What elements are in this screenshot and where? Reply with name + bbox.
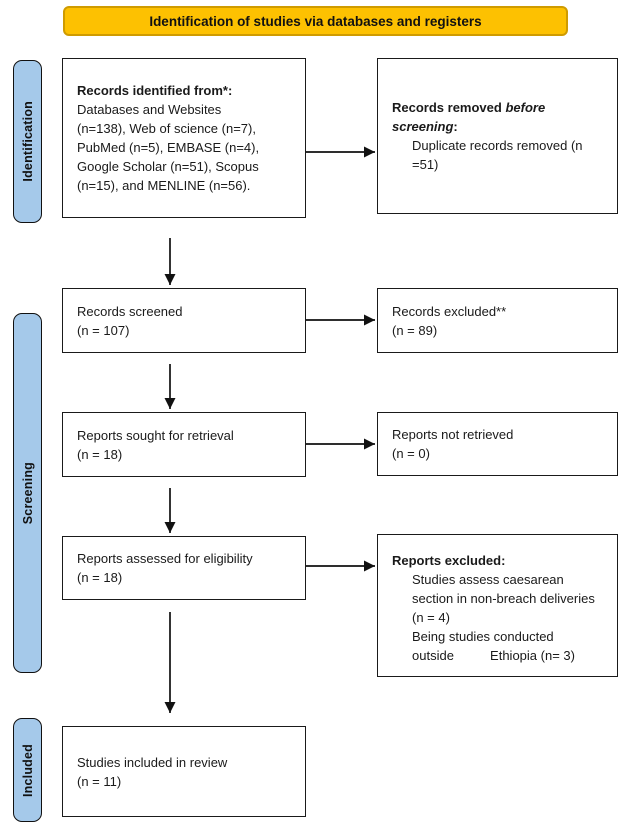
box-reports-assessed-text: Reports assessed for eligibility (n = 18… — [77, 551, 253, 585]
box-records-identified-body: Databases and Websites (n=138), Web of s… — [77, 102, 260, 193]
box-records-screened: Records screened (n = 107) — [62, 288, 306, 353]
box-reports-sought: Reports sought for retrieval (n = 18) — [62, 412, 306, 477]
box-reports-excluded: Reports excluded: Studies assess caesare… — [377, 534, 618, 677]
box-records-removed-heading-prefix: Records removed — [392, 100, 506, 115]
stage-label-included-text: Included — [20, 743, 35, 797]
stage-label-identification-text: Identification — [20, 101, 35, 182]
box-records-identified: Records identified from*: Databases and … — [62, 58, 306, 218]
box-records-removed-detail: Duplicate records removed (n =51) — [412, 138, 583, 172]
stage-label-identification: Identification — [13, 60, 42, 223]
box-reports-excluded-heading: Reports excluded: — [392, 552, 506, 568]
title-banner: Identification of studies via databases … — [63, 6, 568, 36]
box-reports-excluded-detail: Studies assess caesarean section in non-… — [412, 571, 595, 663]
box-studies-included-text: Studies included in review (n = 11) — [77, 754, 228, 789]
box-reports-assessed: Reports assessed for eligibility (n = 18… — [62, 536, 306, 600]
box-records-removed-heading-suffix: : — [453, 119, 458, 134]
stage-label-screening: Screening — [13, 313, 42, 673]
box-records-removed-heading: Records removed before screening: — [392, 98, 598, 136]
box-reports-not-retrieved: Reports not retrieved (n = 0) — [377, 412, 618, 476]
box-records-removed: Records removed before screening: Duplic… — [377, 58, 618, 214]
box-reports-not-retrieved-text: Reports not retrieved (n = 0) — [392, 427, 514, 461]
stage-label-included: Included — [13, 718, 42, 822]
box-records-removed-heading-italic: before screening — [392, 100, 546, 134]
box-reports-sought-text: Reports sought for retrieval (n = 18) — [77, 427, 234, 462]
box-records-excluded-text: Records excluded** (n = 89) — [392, 303, 507, 338]
box-studies-included: Studies included in review (n = 11) — [62, 726, 306, 817]
title-banner-label: Identification of studies via databases … — [149, 13, 482, 29]
box-records-screened-text: Records screened (n = 107) — [77, 303, 183, 338]
box-records-excluded: Records excluded** (n = 89) — [377, 288, 618, 353]
stage-label-screening-text: Screening — [20, 461, 35, 525]
box-records-identified-heading: Records identified from*: — [77, 83, 233, 98]
